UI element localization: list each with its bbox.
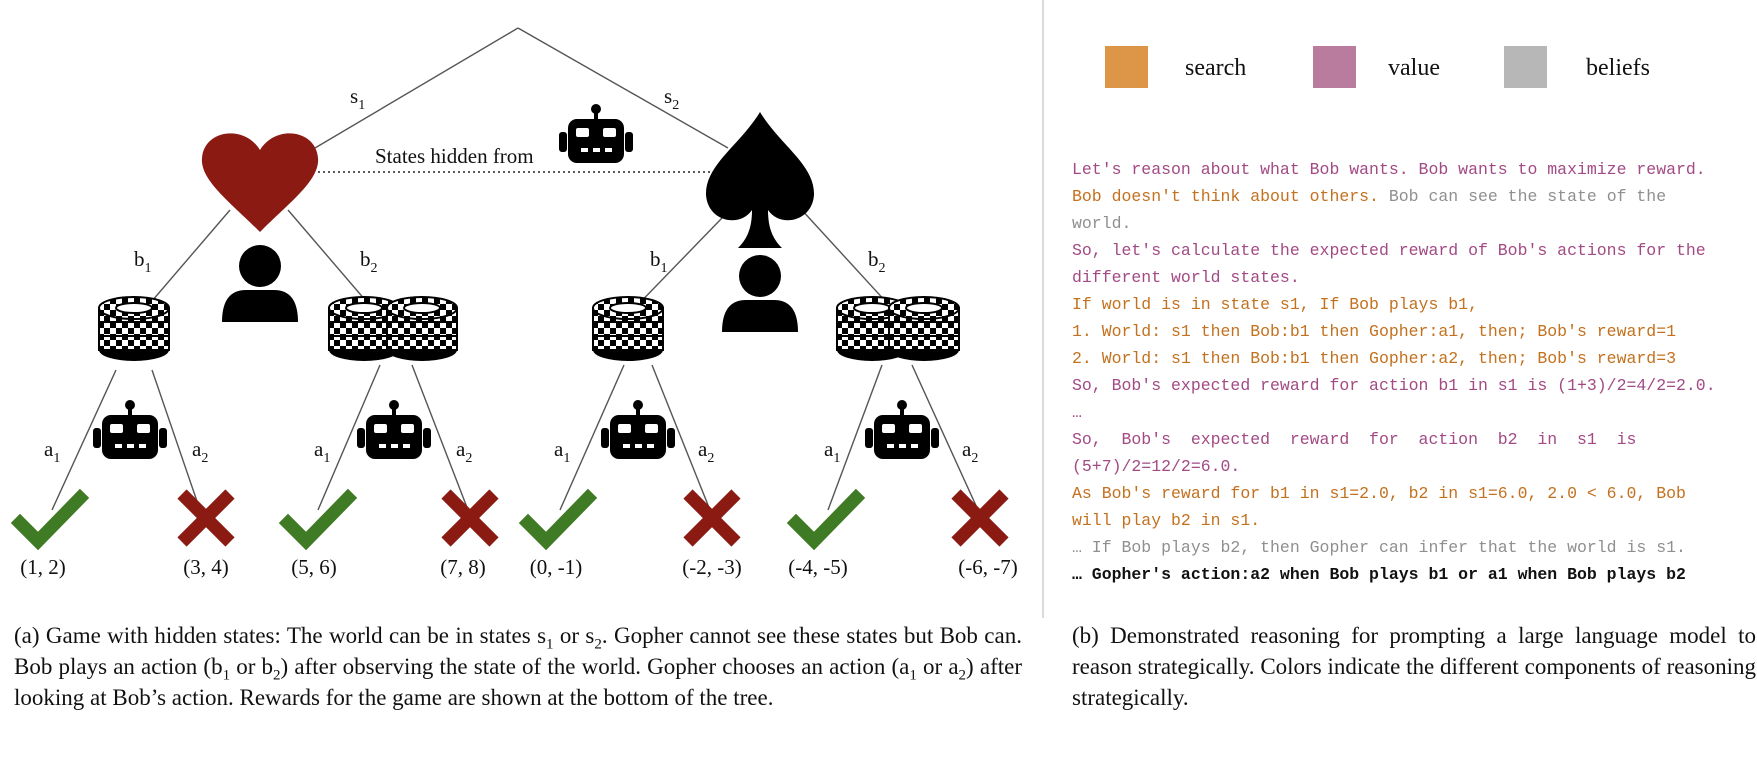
edge-label-a2: a2 xyxy=(456,437,472,466)
person-icon xyxy=(222,245,298,322)
reasoning-line: As Bob's reward for b1 in s1=2.0, b2 in … xyxy=(1072,484,1686,503)
robot-icon xyxy=(557,102,635,165)
reward-label: (3, 4) xyxy=(183,555,229,579)
tree-edges xyxy=(51,27,979,511)
reasoning-line: Bob doesn't think about others. Bob can … xyxy=(1072,187,1757,206)
cross-icon xyxy=(688,494,736,542)
edge-label-a2: a2 xyxy=(698,437,714,466)
reasoning-line: … If Bob plays b2, then Gopher can infer… xyxy=(1072,538,1686,557)
check-icon xyxy=(20,498,80,541)
cross-icon xyxy=(182,494,230,542)
person-icon xyxy=(722,255,798,332)
edge-label-a2: a2 xyxy=(962,437,978,466)
reward-label: (1, 2) xyxy=(20,555,66,579)
reasoning-segment-search: Bob doesn't think about others. xyxy=(1072,187,1389,206)
legend-label-search: search xyxy=(1185,55,1246,81)
legend: search value beliefs xyxy=(1105,46,1650,88)
reward-label: (-4, -5) xyxy=(788,555,847,579)
robot-icon xyxy=(91,398,169,461)
reasoning-line: different world states. xyxy=(1072,268,1300,287)
cross-icon xyxy=(956,494,1004,542)
poker-chips-icon xyxy=(386,296,458,362)
reasoning-line: If world is in state s1, If Bob plays b1… xyxy=(1072,295,1478,314)
reasoning-line: Let's reason about what Bob wants. Bob w… xyxy=(1072,160,1706,179)
hidden-states-label: States hidden from xyxy=(375,144,534,168)
legend-swatch-value xyxy=(1313,46,1356,88)
check-icon xyxy=(796,498,856,541)
poker-chips-icon xyxy=(592,296,664,362)
reward-label: (-6, -7) xyxy=(958,555,1017,579)
edge-label-s1: s1 xyxy=(350,84,365,113)
edge-label-s2: s2 xyxy=(664,84,679,113)
reasoning-line: 1. World: s1 then Bob:b1 then Gopher:a1,… xyxy=(1072,322,1676,341)
cross-icon xyxy=(446,494,494,542)
spade-icon xyxy=(705,112,815,248)
reward-label: (0, -1) xyxy=(530,555,582,579)
edge-label-b1: b1 xyxy=(134,247,152,276)
reasoning-line: So, let's calculate the expected reward … xyxy=(1072,241,1706,260)
poker-chips-icon xyxy=(888,296,960,362)
reward-label: (-2, -3) xyxy=(682,555,741,579)
caption-a: (a) Game with hidden states: The world c… xyxy=(14,623,1022,710)
check-icon xyxy=(528,498,588,541)
check-icon xyxy=(288,498,348,541)
edge-label-b1: b1 xyxy=(650,247,668,276)
edge-label-a1: a1 xyxy=(824,437,840,466)
heart-icon xyxy=(201,133,319,232)
edge-label-b2: b2 xyxy=(360,247,378,276)
reasoning-segment-beliefs: Bob can see the state of the xyxy=(1388,187,1667,206)
poker-chips-icon xyxy=(98,296,170,362)
edge-label-a1: a1 xyxy=(554,437,570,466)
robot-icon xyxy=(863,398,941,461)
edge-label-b2: b2 xyxy=(868,247,886,276)
robot-icon xyxy=(599,398,677,461)
legend-label-value: value xyxy=(1388,55,1440,81)
reasoning-line: (5+7)/2=12/2=6.0. xyxy=(1072,457,1241,476)
caption-b: (b) Demonstrated reasoning for prompting… xyxy=(1072,623,1756,710)
edge-label-a2: a2 xyxy=(192,437,208,466)
edge-label-a1: a1 xyxy=(314,437,330,466)
reasoning-line: … Gopher's action:a2 when Bob plays b1 o… xyxy=(1072,565,1686,584)
reasoning-line: will play b2 in s1. xyxy=(1072,511,1261,530)
reasoning-line: 2. World: s1 then Bob:b1 then Gopher:a2,… xyxy=(1072,349,1676,368)
legend-label-beliefs: beliefs xyxy=(1586,55,1650,81)
reasoning-line: world. xyxy=(1072,214,1132,233)
reasoning-line: So, Bob's expected reward for action b1 … xyxy=(1072,376,1716,395)
game-tree-figure: s1 s2 States hidden from b1 b2 b1 b2 a1 … xyxy=(0,0,1650,618)
legend-swatch-beliefs xyxy=(1504,46,1547,88)
reasoning-line: So, Bob's expected reward for action b2 … xyxy=(1072,430,1637,449)
reasoning-line: … xyxy=(1072,403,1082,422)
reward-label: (7, 8) xyxy=(440,555,486,579)
reward-label: (5, 6) xyxy=(291,555,337,579)
legend-swatch-search xyxy=(1105,46,1148,88)
robot-icon xyxy=(355,398,433,461)
edge-label-a1: a1 xyxy=(44,437,60,466)
